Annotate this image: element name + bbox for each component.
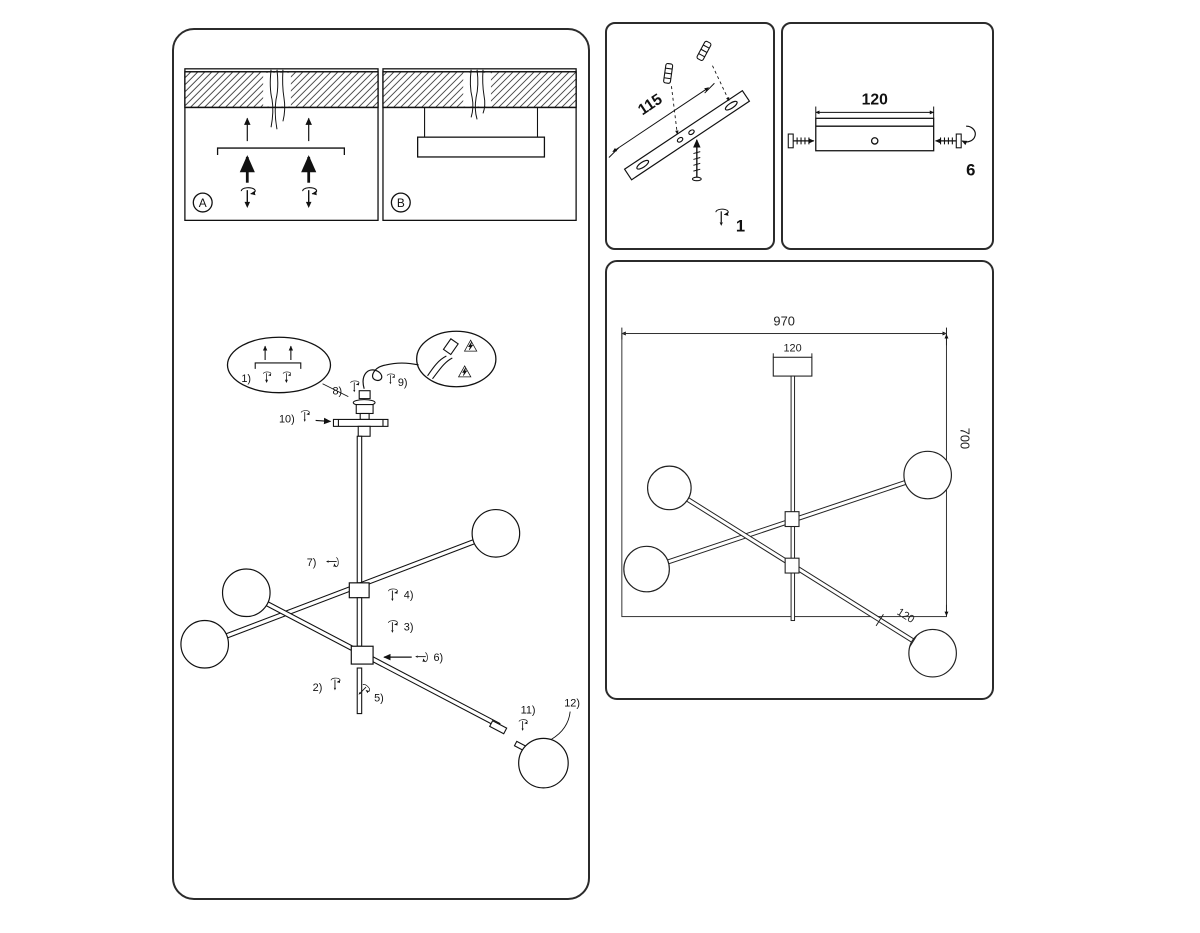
step-12-label: 12) bbox=[564, 698, 580, 710]
ceiling-plate bbox=[417, 136, 546, 158]
dimension-arm-120 bbox=[875, 613, 918, 648]
push-up-arrows bbox=[239, 155, 317, 183]
pointer-arrow bbox=[315, 417, 332, 425]
glass-globe bbox=[180, 619, 230, 669]
ceiling-canopy-parts bbox=[352, 390, 376, 420]
wall-bracket-bar bbox=[623, 89, 751, 181]
screw-rotate-icon bbox=[389, 621, 398, 633]
stem-rod-middle bbox=[356, 597, 363, 647]
crossbar-diagram: 120 bbox=[787, 92, 976, 179]
dim-canopy-120-value: 120 bbox=[783, 342, 801, 354]
rotate-arrow-icon bbox=[961, 125, 976, 146]
screw-rotate-icon bbox=[326, 558, 338, 567]
glass-globe bbox=[903, 450, 953, 500]
wall-plug-icon bbox=[696, 40, 712, 61]
dim-700-value: 700 bbox=[957, 428, 972, 449]
insert-guide-line bbox=[671, 86, 679, 135]
power-wires bbox=[269, 69, 286, 130]
assembly-diagram: A B bbox=[180, 68, 580, 789]
step-10-label: 10) bbox=[279, 413, 295, 425]
screw-rotate-icon bbox=[716, 209, 728, 226]
leader-line bbox=[551, 711, 571, 740]
side-screw-left bbox=[787, 133, 815, 149]
stem-rod-upper bbox=[356, 435, 363, 584]
screw-rotate-icon bbox=[241, 188, 255, 207]
dimension-115 bbox=[608, 82, 715, 158]
rod-clamp-upper bbox=[784, 511, 800, 528]
diagram-ceiling-mount-a bbox=[184, 68, 379, 221]
step-2-label: 2) bbox=[313, 682, 323, 694]
screw-rotate-icon bbox=[389, 589, 398, 601]
power-wires bbox=[469, 69, 486, 120]
glass-globe bbox=[908, 628, 957, 678]
glass-globe bbox=[518, 737, 569, 789]
panel-bracket-mounting: 115 bbox=[605, 22, 775, 250]
step-11-label: 11) bbox=[521, 705, 536, 717]
panel-assembly-instructions: A B bbox=[172, 28, 590, 900]
step-9-label: 9) bbox=[398, 377, 408, 389]
glass-globe bbox=[646, 465, 692, 511]
mounting-plate bbox=[332, 418, 389, 437]
arm-end-connector bbox=[488, 720, 508, 735]
step-1-label: 1) bbox=[241, 373, 251, 385]
mounting-screw bbox=[691, 139, 702, 182]
dimensions-diagram: 970 700 120 bbox=[621, 314, 972, 678]
stem-rod-lower bbox=[356, 667, 363, 715]
variant-a-letter: A bbox=[199, 196, 207, 210]
light-arm-rod-2 bbox=[667, 485, 935, 656]
callout-wiring bbox=[416, 330, 497, 388]
screw-rotate-icon bbox=[519, 720, 527, 731]
step-6-label: 6) bbox=[433, 652, 443, 664]
screw-rotate-icon bbox=[351, 381, 359, 392]
bracket-mounting-diagram: 115 bbox=[608, 40, 751, 236]
mounting-bar-symbol bbox=[216, 147, 345, 155]
dim-115-value: 115 bbox=[635, 91, 666, 119]
step-4-label: 4) bbox=[404, 590, 414, 602]
variant-b-letter: B bbox=[397, 196, 405, 210]
label-variant-a: A bbox=[192, 192, 213, 213]
dim-970-value: 970 bbox=[773, 314, 794, 329]
diagram-ceiling-mount-b bbox=[382, 68, 577, 221]
step-7-label: 7) bbox=[307, 557, 317, 569]
rod-clamp-lower bbox=[784, 557, 800, 574]
insert-guide-line bbox=[712, 65, 730, 102]
dimension-120 bbox=[815, 106, 935, 119]
glass-globe bbox=[471, 508, 521, 558]
screw-rotate-icon bbox=[301, 411, 309, 422]
step-number-1: 1 bbox=[736, 217, 745, 236]
screw-up-arrows bbox=[244, 117, 312, 142]
dim-120-value: 120 bbox=[862, 92, 888, 109]
stem-rod bbox=[790, 375, 796, 622]
panel-overall-dimensions: 970 700 120 bbox=[605, 260, 994, 700]
step-number-6: 6 bbox=[966, 160, 975, 179]
screw-rotate-icon bbox=[387, 374, 395, 384]
crossbar-bracket bbox=[815, 117, 935, 152]
glass-globe bbox=[623, 545, 670, 593]
rod-clamp-upper bbox=[348, 582, 370, 599]
panel-crossbar-screws: 120 bbox=[781, 22, 994, 250]
screw-rotate-icon bbox=[415, 653, 427, 662]
dim-arm-120-value: 120 bbox=[895, 606, 917, 626]
screw-rotate-icon bbox=[331, 678, 340, 690]
step-3-label: 3) bbox=[404, 621, 414, 633]
label-variant-b: B bbox=[390, 192, 411, 213]
rod-clamp-lower bbox=[350, 645, 374, 665]
canopy-front-view bbox=[772, 353, 813, 377]
callout-step1: 1) bbox=[226, 336, 349, 398]
screw-rotate-icon bbox=[303, 188, 317, 207]
power-cable bbox=[362, 362, 419, 389]
glass-globe bbox=[221, 568, 271, 618]
wall-plug-icon bbox=[663, 62, 674, 84]
side-screw-right bbox=[935, 133, 962, 149]
step-5-label: 5) bbox=[374, 693, 384, 705]
step-8-label: 8) bbox=[332, 386, 342, 398]
